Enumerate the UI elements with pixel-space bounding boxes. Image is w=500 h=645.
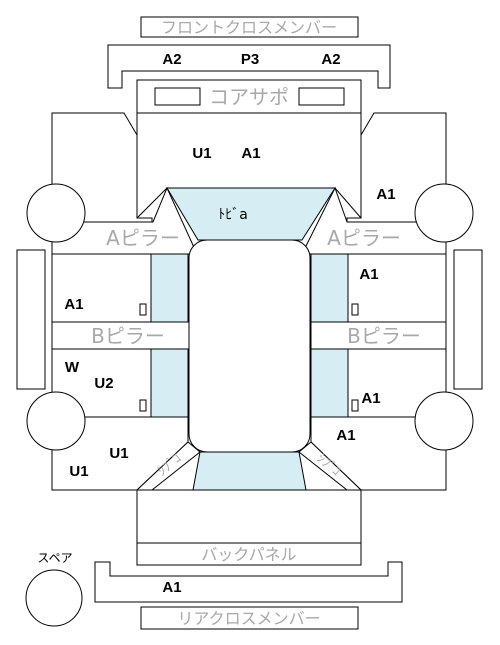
spare-tire[interactable]: スペア <box>25 551 83 627</box>
right-front-door-code: A1 <box>359 266 378 283</box>
rear-cross-member[interactable]: リアクロスメンバー <box>140 606 359 630</box>
trunk[interactable] <box>136 489 362 544</box>
back-panel[interactable]: バックパネル <box>136 542 362 566</box>
a-pillar-left-label: Aピラー <box>106 226 180 250</box>
right-side-rail[interactable] <box>453 249 483 390</box>
left-front-door[interactable]: A1 <box>51 253 152 323</box>
back-panel-label: バックパネル <box>201 545 296 564</box>
rear-cross-code: A1 <box>162 579 181 596</box>
right-quarter-code: A1 <box>336 427 355 444</box>
left-quarter-code: U1 <box>109 445 128 462</box>
hood-u-code: U1 <box>192 145 211 162</box>
front-right-code: A2 <box>321 51 340 68</box>
left-side-rail[interactable] <box>16 249 46 390</box>
front-cross-member-label: フロントクロスメンバー <box>161 18 337 37</box>
left-front-door-code: A1 <box>64 296 83 313</box>
rear-right-wheel[interactable] <box>414 391 474 451</box>
left-rear-corner-code: U1 <box>69 463 88 480</box>
core-support[interactable]: コアサポ <box>136 79 362 114</box>
rear-left-wheel[interactable] <box>26 391 86 451</box>
front-cross-member[interactable]: フロントクロスメンバー <box>140 16 359 38</box>
b-pillar-left-label: Bピラー <box>91 324 165 348</box>
rear-cross-member-label: リアクロスメンバー <box>177 609 320 628</box>
front-left-wheel[interactable] <box>26 183 86 243</box>
left-rear-door-handle <box>139 399 147 412</box>
hood-a-code: A1 <box>241 145 260 162</box>
left-headlight <box>154 87 201 106</box>
rear-bumper[interactable]: A1 <box>94 561 403 603</box>
left-front-door-handle <box>139 303 147 316</box>
a-pillar-left[interactable]: Aピラー <box>51 186 198 255</box>
front-left-code: A2 <box>162 51 181 68</box>
right-front-door-handle <box>351 303 359 316</box>
spare-label: スペア <box>37 551 72 565</box>
front-bumper[interactable]: A2 P3 A2 <box>107 44 391 89</box>
right-rear-door-handle <box>351 399 359 412</box>
b-pillar-right-label: Bピラー <box>347 324 421 348</box>
core-support-label: コアサポ <box>209 85 289 109</box>
windshield[interactable]: ﾄﾋﾞa <box>166 187 336 241</box>
windshield-label: ﾄﾋﾞa <box>218 207 248 223</box>
left-front-window[interactable] <box>150 253 189 323</box>
spare-wheel <box>25 569 83 627</box>
a-pillar-right-label: Aピラー <box>327 226 401 250</box>
front-center-code: P3 <box>241 51 259 68</box>
right-front-door[interactable]: A1 <box>347 253 447 323</box>
right-front-window[interactable] <box>310 253 349 323</box>
right-headlight <box>298 87 345 106</box>
right-rear-window[interactable] <box>310 348 349 418</box>
front-right-wheel[interactable] <box>414 183 474 243</box>
a-pillar-right[interactable]: Aピラー <box>301 186 447 255</box>
b-pillar-left[interactable]: Bピラー <box>51 321 190 350</box>
left-rear-window[interactable] <box>150 348 189 418</box>
roof[interactable] <box>188 239 311 453</box>
left-quarter-panel[interactable]: U1 U1 <box>51 416 189 491</box>
right-front-fender-code: A1 <box>376 186 395 203</box>
b-pillar-right[interactable]: Bピラー <box>310 321 447 350</box>
rear-window[interactable] <box>192 451 307 491</box>
left-rear-w-code: W <box>65 359 80 376</box>
right-rear-door-code: A1 <box>361 390 380 407</box>
left-rear-u-code: U2 <box>94 375 113 392</box>
